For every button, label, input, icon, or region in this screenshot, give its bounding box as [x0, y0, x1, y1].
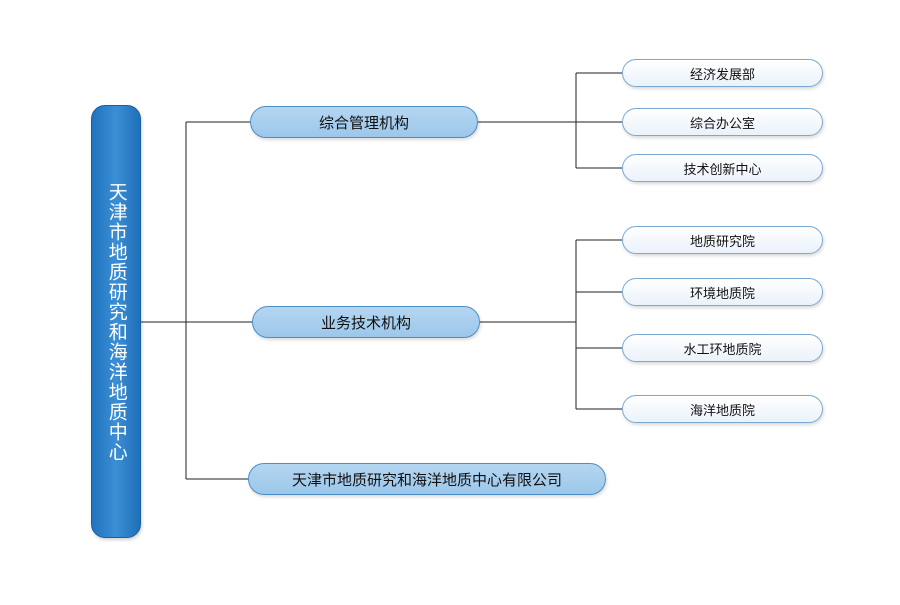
- leaf-node-environment-institute: 环境地质院: [622, 278, 823, 306]
- leaf-node-marine-institute: 海洋地质院: [622, 395, 823, 423]
- leaf-node-economic-dept: 经济发展部: [622, 59, 823, 87]
- branch-node-company: 天津市地质研究和海洋地质中心有限公司: [248, 463, 606, 495]
- leaf-node-innovation-center: 技术创新中心: [622, 154, 823, 182]
- branch-node-technical: 业务技术机构: [252, 306, 480, 338]
- leaf-node-general-office: 综合办公室: [622, 108, 823, 136]
- leaf-node-geology-institute: 地质研究院: [622, 226, 823, 254]
- branch-node-management: 综合管理机构: [250, 106, 478, 138]
- leaf-node-hydro-institute: 水工环地质院: [622, 334, 823, 362]
- root-node: 天津市地质研究和海洋地质中心: [91, 105, 141, 538]
